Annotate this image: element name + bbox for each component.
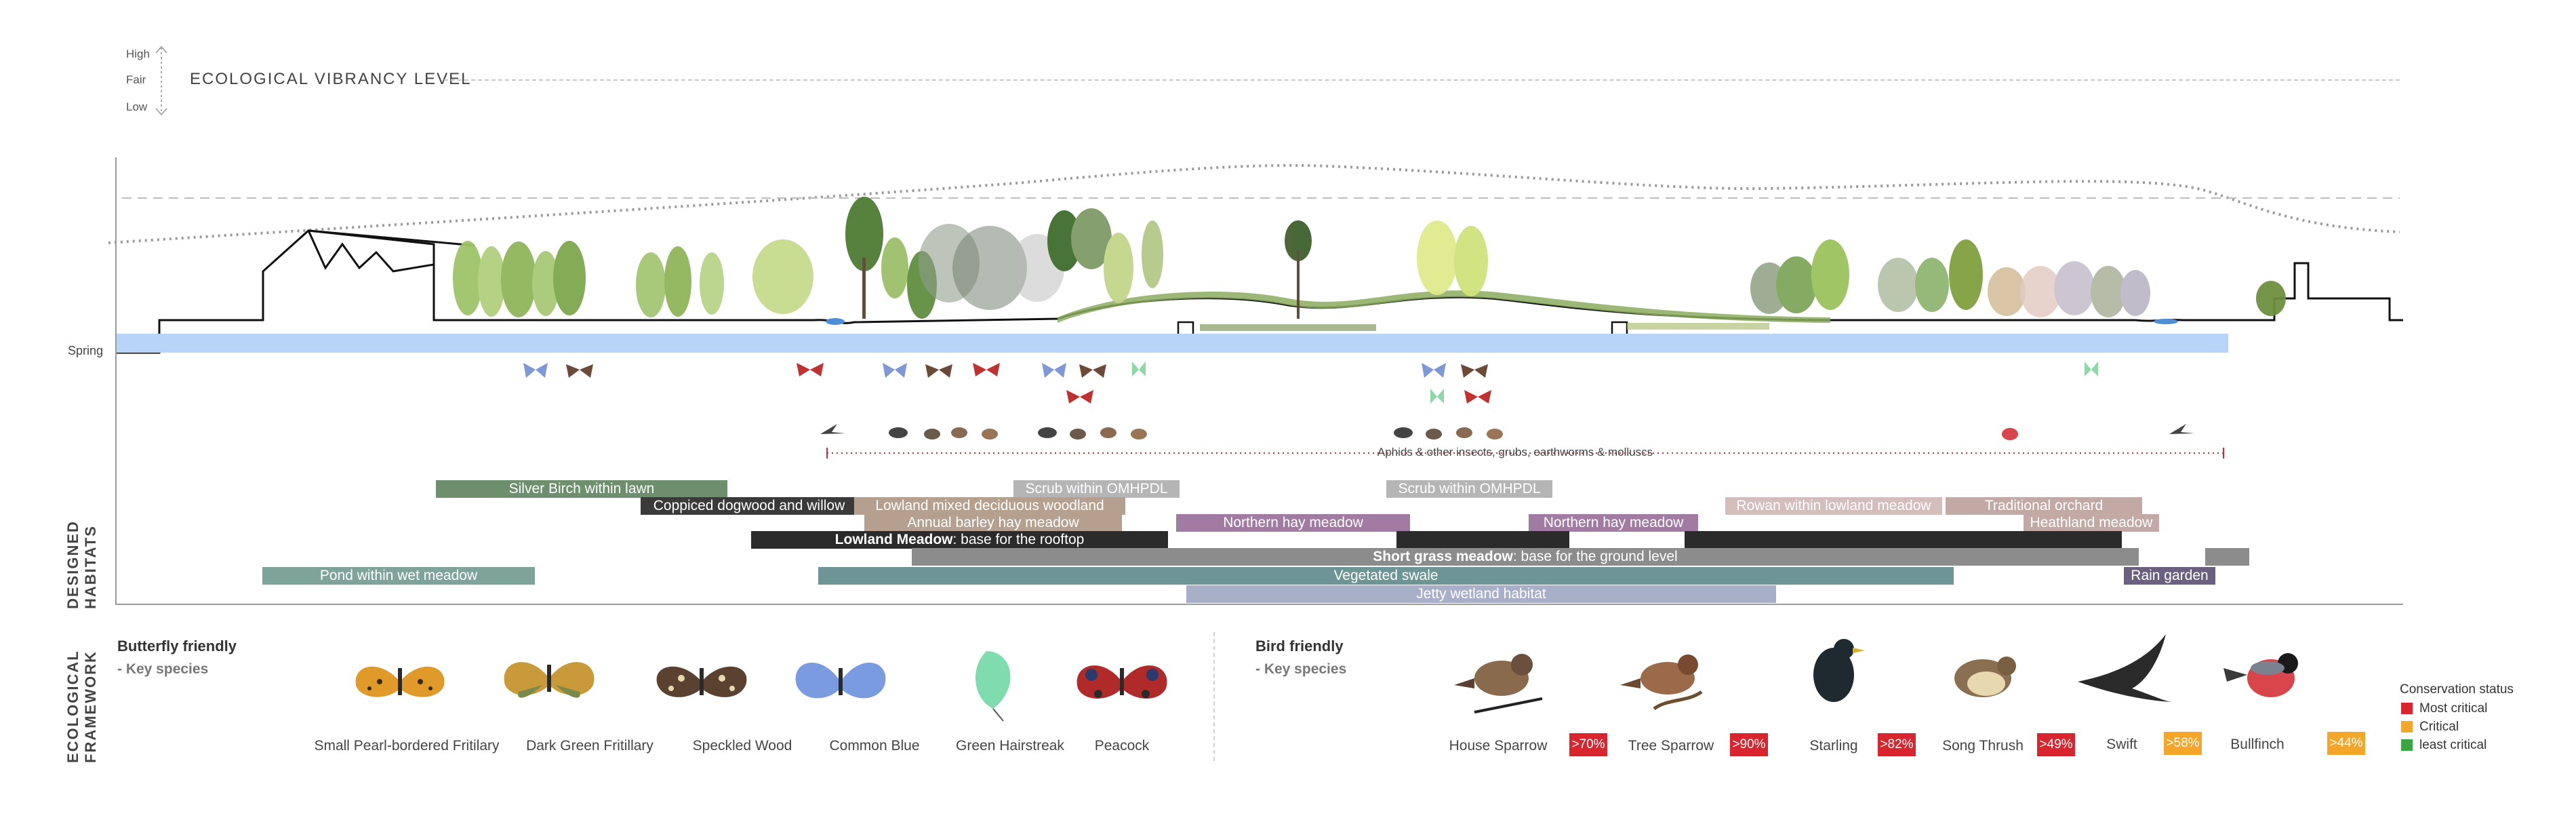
- bird-name: Swift: [2106, 737, 2137, 752]
- legend-critical: Critical: [2401, 720, 2459, 735]
- vibrancy-dashed-line: [444, 79, 2400, 81]
- bird-name: Song Thrush: [1942, 738, 2024, 754]
- bird-icons: [820, 424, 2194, 440]
- legend-least-critical: least critical: [2401, 738, 2487, 753]
- vibrancy-title: ECOLOGICAL VIBRANCY LEVEL: [190, 70, 472, 88]
- butterfly-icons: [523, 362, 2098, 404]
- landscape-section: [108, 163, 2403, 354]
- water-body-1: [826, 318, 845, 325]
- small-pearl-bordered-fritillary-icon: [355, 666, 445, 697]
- bird-section-title: Bird friendly: [1255, 638, 1344, 655]
- bird-name: House Sparrow: [1449, 738, 1548, 754]
- bird-decline-badge: >90%: [1730, 733, 1768, 756]
- bird-decline-badge: >82%: [1878, 733, 1916, 756]
- bird-species-images: [1454, 634, 2298, 714]
- butterfly-name: Common Blue: [829, 738, 920, 754]
- butterfly-section-subtitle: - Key species: [117, 661, 209, 677]
- habitat-lowland-meadow-2: [1396, 531, 1569, 549]
- bird-decline-badge: >49%: [2037, 733, 2075, 756]
- legend-swatch-red: [2401, 703, 2413, 714]
- swift-icon: [2078, 634, 2173, 702]
- vibrancy-level-fair: Fair: [126, 73, 146, 86]
- habitat-heathland: Heathland meadow: [2024, 514, 2159, 532]
- insects-label: Aphids & other insects, grubs, earthworm…: [1377, 446, 1653, 458]
- section-vertical-axis: [115, 157, 117, 605]
- bird-decline-badge: >70%: [1569, 733, 1607, 756]
- habitat-lowland-meadow: Lowland Meadow: base for the rooftop: [751, 531, 1168, 549]
- butterfly-name: Peacock: [1094, 738, 1150, 754]
- habitat-jetty: Jetty wetland habitat: [1186, 585, 1776, 603]
- song-thrush-icon: [1954, 657, 2016, 697]
- habitat-lowland-woodland: Lowland mixed deciduous woodland: [854, 497, 1125, 515]
- ecological-framework-label: ECOLOGICAL FRAMEWORK: [64, 650, 99, 763]
- habitat-short-grass: Short grass meadow: base for the ground …: [912, 548, 2139, 566]
- legend-swatch-green: [2401, 739, 2413, 751]
- peacock-butterfly-icon: [1076, 665, 1167, 699]
- habitat-silver-birch: Silver Birch within lawn: [436, 480, 727, 498]
- trees: [453, 197, 2286, 319]
- bird-name: Tree Sparrow: [1628, 738, 1714, 754]
- butterfly-name: Small Pearl-bordered Fritilary: [314, 738, 500, 754]
- habitat-barley: Annual barley hay meadow: [864, 514, 1122, 532]
- meadow-grass: [1058, 290, 1830, 323]
- butterfly-name: Green Hairstreak: [956, 738, 1064, 754]
- water-body-2: [2154, 319, 2178, 324]
- habitat-lowland-meadow-3: [1685, 531, 2122, 549]
- house-sparrow-icon: [1454, 654, 1543, 714]
- habitat-coppiced: Coppiced dogwood and willow: [641, 497, 858, 515]
- section-horizontal-axis: [115, 604, 2403, 605]
- bird-name: Starling: [1809, 738, 1858, 754]
- dark-green-fritillary-icon: [504, 662, 595, 698]
- bird-decline-badge: >58%: [2164, 732, 2202, 755]
- bird-name: Bullfinch: [2230, 737, 2285, 752]
- common-blue-icon: [795, 663, 886, 699]
- vibrancy-level-low: Low: [126, 100, 148, 113]
- habitat-northern-1: Northern hay meadow: [1176, 514, 1410, 532]
- butterfly-section-title: Butterfly friendly: [117, 638, 237, 655]
- legend-swatch-orange: [2401, 721, 2413, 733]
- habitat-swale: Vegetated swale: [818, 567, 1954, 585]
- vibrancy-level-high: High: [126, 47, 150, 60]
- bird-section-subtitle: - Key species: [1255, 661, 1347, 677]
- legend-most-critical: Most critical: [2401, 701, 2487, 716]
- habitat-scrub-2: Scrub within OMHPDL: [1386, 480, 1552, 498]
- vibrancy-curve: [108, 163, 2400, 244]
- butterfly-name: Speckled Wood: [692, 738, 792, 754]
- speckled-wood-icon: [656, 666, 747, 697]
- habitat-orchard: Traditional orchard: [1946, 497, 2142, 515]
- habitat-rowan: Rowan within lowland meadow: [1725, 497, 1942, 515]
- habitat-northern-2: Northern hay meadow: [1529, 514, 1698, 532]
- fauna-icons: [523, 362, 2224, 458]
- conservation-legend-title: Conservation status: [2400, 682, 2514, 697]
- green-hairstreak-icon: [975, 651, 1011, 722]
- starling-icon: [1813, 639, 1865, 702]
- butterfly-species-images: [355, 651, 1167, 722]
- vibrancy-arrow-icon: [155, 45, 167, 116]
- bullfinch-icon: [2223, 653, 2298, 697]
- spring-label: Spring: [68, 344, 104, 357]
- habitat-pond: Pond within wet meadow: [262, 567, 535, 585]
- framework-divider: [1213, 632, 1215, 761]
- habitat-scrub-1: Scrub within OMHPDL: [1013, 480, 1180, 498]
- habitat-short-grass-end: [2205, 548, 2249, 566]
- rooftop-zigzag: [307, 230, 435, 273]
- tree-sparrow-icon: [1620, 655, 1703, 711]
- bird-decline-badge: >44%: [2327, 732, 2365, 755]
- designed-habitats-label: DESIGNED HABITATS: [64, 520, 99, 609]
- spring-band: [117, 334, 2228, 353]
- butterfly-name: Dark Green Fritillary: [526, 738, 653, 754]
- habitat-rain-garden: Rain garden: [2124, 567, 2215, 585]
